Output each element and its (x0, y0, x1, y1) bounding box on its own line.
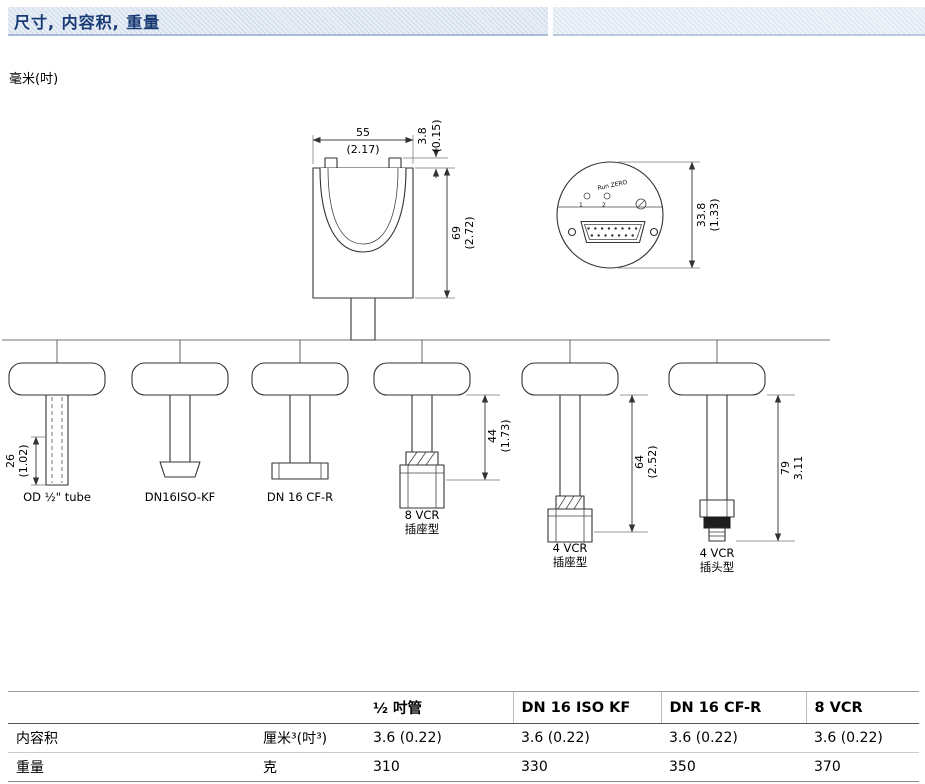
fitting-sublabel: 插座型 (553, 555, 588, 569)
value-cell: 370 (806, 752, 919, 782)
col-header-8vcr: 8 VCR (805, 691, 919, 724)
specs-table: ½ 吋管 DN 16 ISO KF DN 16 CF-R 8 VCR 内容积 厘… (8, 691, 919, 782)
dim-64-mm: 64 (633, 455, 646, 469)
dim-33-8-in: (1.33) (708, 198, 721, 231)
header-spacer-2 (255, 691, 365, 724)
header-spacer-1 (8, 691, 255, 724)
dsub-pins (587, 227, 638, 237)
dim-69-mm: 69 (450, 226, 463, 240)
fitting-label: OD ½" tube (23, 490, 91, 504)
dim-44-in: (1.73) (499, 419, 512, 452)
led1-label: 1 (579, 202, 583, 209)
section-header: 尺寸, 内容积, 重量 (8, 7, 925, 36)
dim-33-8-mm: 33.8 (695, 203, 708, 228)
top-view: Run ZERO 1 2 33.8 (1.33) (556, 161, 721, 269)
specs-table-wrap: ½ 吋管 DN 16 ISO KF DN 16 CF-R 8 VCR 内容积 厘… (8, 691, 919, 782)
value-cell: 330 (513, 752, 661, 782)
dim-height-69: 69 (2.72) (415, 167, 476, 299)
dim-79-mm: 79 (779, 461, 792, 475)
value-cell: 310 (365, 752, 513, 782)
value-cell: 3.6 (0.22) (513, 723, 661, 753)
manifold-line (2, 339, 830, 363)
dim-3-8-mm: 3.8 (416, 127, 429, 145)
value-cell: 3.6 (0.22) (661, 723, 806, 753)
value-cell: 350 (661, 752, 806, 782)
fitting-dn16-cf-r: DN 16 CF-R (251, 362, 349, 504)
dim-26-mm: 26 (4, 454, 17, 468)
row-unit: 厘米³(吋³) (255, 723, 365, 753)
col-header-half-inch-tube: ½ 吋管 (365, 691, 513, 724)
page-title: 尺寸, 内容积, 重量 (14, 12, 161, 32)
dim-55-in: (2.17) (346, 143, 379, 156)
dim-44: 44 (1.73) (446, 394, 512, 481)
fitting-label: 4 VCR (700, 546, 735, 560)
dim-69-in: (2.72) (463, 216, 476, 249)
dimension-drawing: 55 (2.17) 3.8 (0.15) 69 (2.72) (2, 119, 830, 574)
dim-64-in: (2.52) (646, 445, 659, 478)
fitting-label: 4 VCR (553, 541, 588, 555)
fitting-sublabel: 插头型 (700, 560, 735, 574)
fitting-4vcr-female: 64 (2.52) 4 VCR 插座型 (521, 362, 659, 569)
fitting-label: DN16ISO-KF (145, 490, 215, 504)
dim-44-mm: 44 (486, 429, 499, 443)
fitting-od-half-tube: 26 (1.02) OD ½" tube (4, 362, 106, 504)
value-cell: 3.6 (0.22) (365, 723, 513, 753)
dim-79: 79 3.11 (736, 394, 805, 542)
led2-label: 2 (602, 202, 606, 209)
value-cell: 3.6 (0.22) (806, 723, 919, 753)
dim-26-in: (1.02) (17, 444, 30, 477)
col-header-dn16-iso-kf: DN 16 ISO KF (512, 691, 661, 724)
dim-79-in: 3.11 (792, 456, 805, 481)
dim-cap-3-8: 3.8 (0.15) (403, 119, 455, 178)
units-note: 毫米(吋) (9, 72, 59, 87)
dsub-connector (567, 220, 659, 244)
fitting-label: DN 16 CF-R (267, 490, 333, 504)
dim-width-55: 55 (2.17) (312, 126, 414, 164)
dim-55-mm: 55 (356, 126, 370, 139)
main-front-view: 55 (2.17) 3.8 (0.15) 69 (2.72) (312, 119, 476, 341)
row-label: 重量 (8, 752, 255, 782)
table-header-row: ½ 吋管 DN 16 ISO KF DN 16 CF-R 8 VCR (8, 691, 919, 724)
fitting-4vcr-male: 79 3.11 4 VCR 插头型 (668, 362, 805, 574)
fitting-8vcr-female: 44 (1.73) 8 VCR 插座型 (373, 362, 512, 536)
dim-3-8-in: (0.15) (430, 119, 443, 152)
table-row-volume: 内容积 厘米³(吋³) 3.6 (0.22) 3.6 (0.22) 3.6 (0… (8, 723, 919, 753)
dim-33-8: 33.8 (1.33) (618, 161, 721, 269)
fitting-dn16-iso-kf: DN16ISO-KF (131, 362, 229, 504)
fitting-label: 8 VCR (405, 508, 440, 522)
fitting-sublabel: 插座型 (405, 522, 440, 536)
section-header-band-right (553, 7, 925, 36)
col-header-dn16-cf-r: DN 16 CF-R (660, 691, 806, 724)
dim-26: 26 (1.02) (4, 436, 46, 486)
adjust-screw-icon (635, 198, 647, 210)
row-label: 内容积 (8, 723, 255, 753)
section-header-band-left: 尺寸, 内容积, 重量 (8, 7, 548, 36)
row-unit: 克 (255, 752, 365, 782)
table-row-weight: 重量 克 310 330 350 370 (8, 752, 919, 782)
dim-64: 64 (2.52) (594, 394, 659, 533)
